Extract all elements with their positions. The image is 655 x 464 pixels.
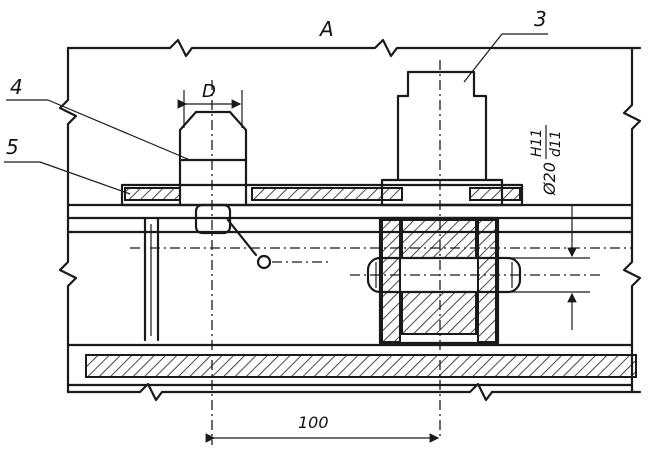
fit-hole-label: H11	[529, 129, 545, 157]
callouts: A 3 4 5	[4, 7, 548, 195]
view-label: A	[318, 17, 334, 41]
fit-shaft-label: d11	[548, 130, 564, 157]
part-5-label: 5	[6, 135, 19, 159]
fit-dimension: Ø20 H11 d11	[505, 125, 590, 330]
part-4-label: 4	[10, 75, 23, 99]
beam	[66, 203, 637, 387]
bottom-hatched-plate	[85, 354, 637, 378]
dimension-100: 100	[205, 413, 440, 443]
left-post	[143, 216, 160, 342]
pin-part-4	[178, 80, 330, 445]
part-3-label: 3	[534, 7, 547, 31]
bearing-assembly	[350, 216, 600, 345]
dimension-d: D	[177, 81, 243, 128]
dim-100-label: 100	[298, 413, 329, 432]
center-mark	[256, 254, 272, 270]
dim-d-label: D	[202, 81, 216, 102]
fit-prefix-label: Ø20	[540, 162, 559, 196]
frame	[58, 38, 642, 402]
top-plate	[120, 183, 524, 207]
